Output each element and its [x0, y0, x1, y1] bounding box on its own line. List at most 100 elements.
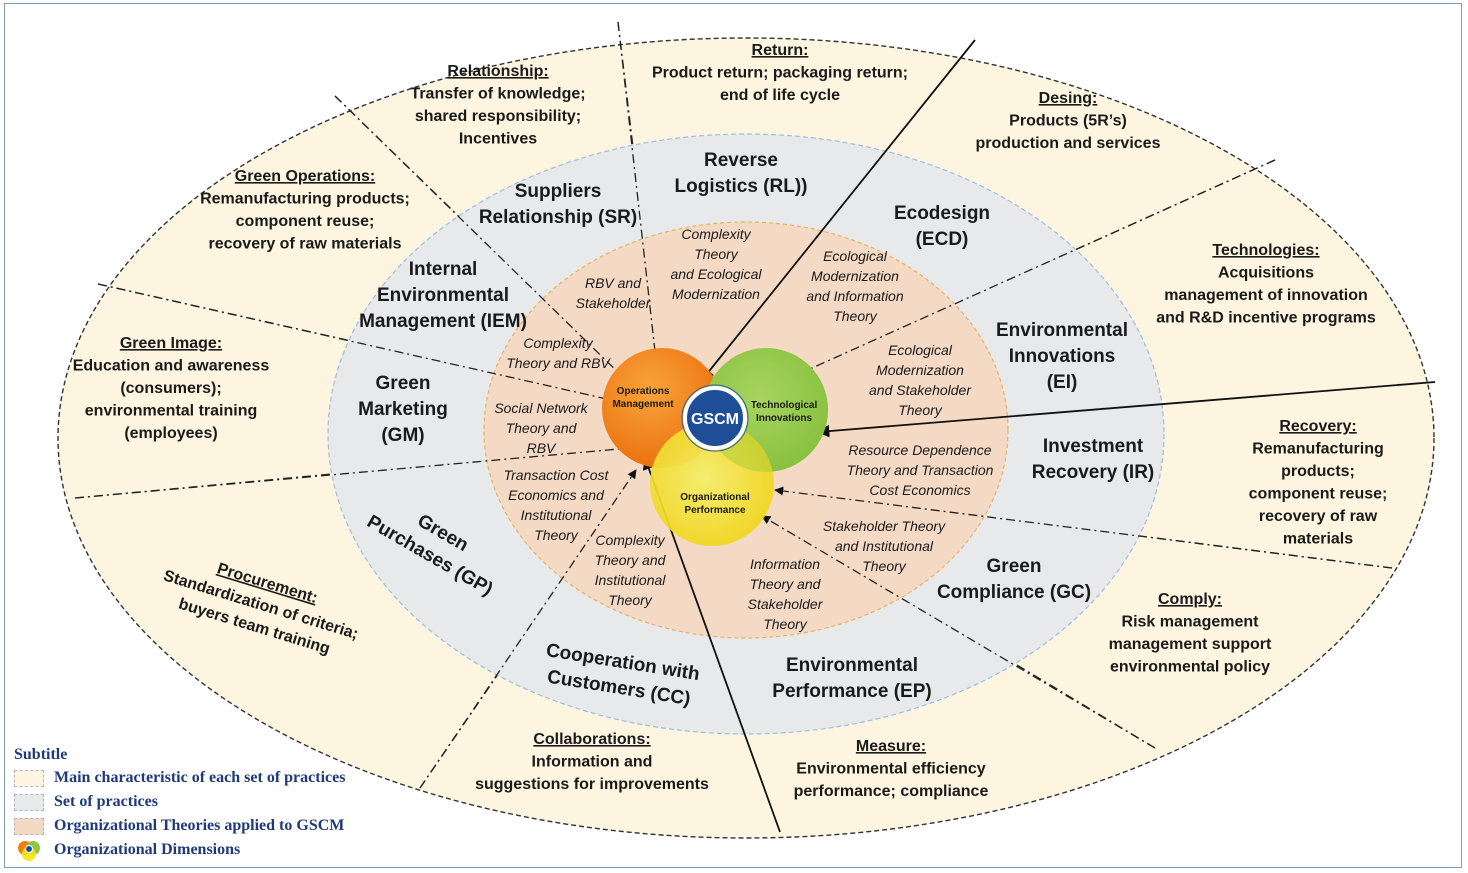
characteristic-line: (consumers); [120, 380, 221, 397]
characteristic-heading: Recovery: [1279, 418, 1356, 435]
characteristic-line: management support [1109, 636, 1272, 653]
practice-line: Suppliers [515, 181, 602, 202]
characteristic-line: shared responsibility; [415, 108, 581, 125]
characteristic-heading: Green Image: [120, 335, 222, 352]
theory-line: Stakeholder [748, 596, 824, 612]
characteristic-line: component reuse; [236, 213, 375, 230]
practice-ecd: Ecodesign(ECD) [894, 203, 990, 250]
characteristic-line: Information and [532, 754, 653, 771]
practice-line: Environmental [996, 320, 1128, 341]
theory-line: Theory and [750, 576, 822, 592]
characteristic-line: Environmental efficiency [796, 761, 985, 778]
theory-line: and Ecological [670, 266, 762, 282]
theory-line: and Information [806, 288, 903, 304]
characteristic-line: and R&D incentive programs [1156, 310, 1376, 327]
practice-line: Green [987, 556, 1042, 577]
theory-line: Theory [763, 616, 808, 632]
theory-line: Complexity [523, 335, 593, 351]
characteristic-line: environmental training [85, 403, 257, 420]
theory-line: Modernization [876, 362, 964, 378]
theory-line: Theory and Transaction [847, 462, 994, 478]
theory-line: Theory [608, 592, 653, 608]
dim-operations-1: Operations [617, 386, 670, 397]
characteristic-measure: Measure:Environmental efficiencyperforma… [794, 738, 989, 800]
organizational-circle [650, 422, 774, 546]
characteristic-line: Risk management [1122, 614, 1260, 631]
practice-line: Innovations [1009, 346, 1116, 367]
dim-organizational-2: Performance [684, 505, 746, 516]
theory-line: Information [750, 556, 820, 572]
practice-line: Environmental [377, 285, 509, 306]
dim-technological-1: Technological [751, 400, 818, 411]
characteristic-line: Education and awareness [73, 358, 270, 375]
theory-line: Economics and [508, 487, 605, 503]
theory-line: Transaction Cost [504, 467, 610, 483]
gscm-core [683, 386, 747, 450]
legend-label-characteristics: Main characteristic of each set of pract… [54, 769, 346, 786]
characteristic-heading: Relationship: [447, 63, 548, 80]
practice-line: Ecodesign [894, 203, 990, 224]
practice-line: Reverse [704, 150, 778, 171]
theory-line: RBV [527, 440, 557, 456]
characteristic-line: recovery of raw [1259, 508, 1378, 525]
theory-line: Theory [862, 558, 907, 574]
practice-line: Marketing [358, 399, 448, 420]
theory-line: Resource Dependence [848, 442, 991, 458]
practice-line: Compliance (GC) [937, 582, 1091, 603]
legend-dimensions-icon [14, 839, 44, 861]
legend-swatch-theories [14, 817, 44, 835]
gscm-label: GSCM [691, 411, 739, 428]
legend-item-theories: Organizational Theories applied to GSCM [14, 814, 345, 838]
practice-line: Performance (EP) [772, 681, 931, 702]
legend-label-practices: Set of practices [54, 793, 158, 810]
theory-line: Theory and [506, 420, 578, 436]
practice-line: Logistics (RL)) [675, 176, 808, 197]
theory-line: Stakeholder Theory [823, 518, 946, 534]
characteristic-line: end of life cycle [720, 87, 840, 104]
figure-frame [4, 3, 1462, 868]
practice-line: (GM) [381, 425, 424, 446]
legend-item-practices: Set of practices [14, 790, 345, 814]
theory-line: Ecological [823, 248, 888, 264]
theory-line: Theory and RBV [506, 355, 611, 371]
characteristic-comply: Comply: Risk management management support… [1109, 591, 1272, 676]
legend-swatch-characteristics [14, 769, 44, 787]
characteristic-line: materials [1283, 531, 1353, 548]
characteristic-heading: Return: [752, 42, 809, 59]
legend-item-characteristics: Main characteristic of each set of pract… [14, 766, 345, 790]
theory-line: and Institutional [835, 538, 934, 554]
theory-line: RBV and [585, 275, 642, 291]
characteristic-heading: Comply: [1158, 591, 1222, 608]
practice-line: Recovery (IR) [1032, 462, 1155, 483]
dim-operations-2: Management [612, 399, 674, 410]
characteristic-line: management of innovation [1164, 287, 1368, 304]
characteristic-desing: Desing:Products (5R’s)production and ser… [976, 90, 1161, 152]
theory-line: Theory [833, 308, 878, 324]
practice-line: Management (IEM) [359, 311, 527, 332]
theory-line: Cost Economics [869, 482, 970, 498]
characteristic-heading: Technologies: [1212, 242, 1319, 259]
characteristic-green-image: Green Image: Education and awareness (cons… [73, 335, 270, 442]
legend-title: Subtitle [14, 746, 68, 763]
legend: Subtitle Main characteristic of each set… [14, 746, 345, 862]
theory-line: Modernization [672, 286, 760, 302]
theory-line: Theory [898, 402, 943, 418]
theory-line: Institutional [521, 507, 593, 523]
theory-line: Institutional [595, 572, 667, 588]
characteristic-line: performance; compliance [794, 783, 989, 800]
characteristic-line: Remanufacturing [1252, 441, 1384, 458]
legend-swatch-practices [14, 793, 44, 811]
